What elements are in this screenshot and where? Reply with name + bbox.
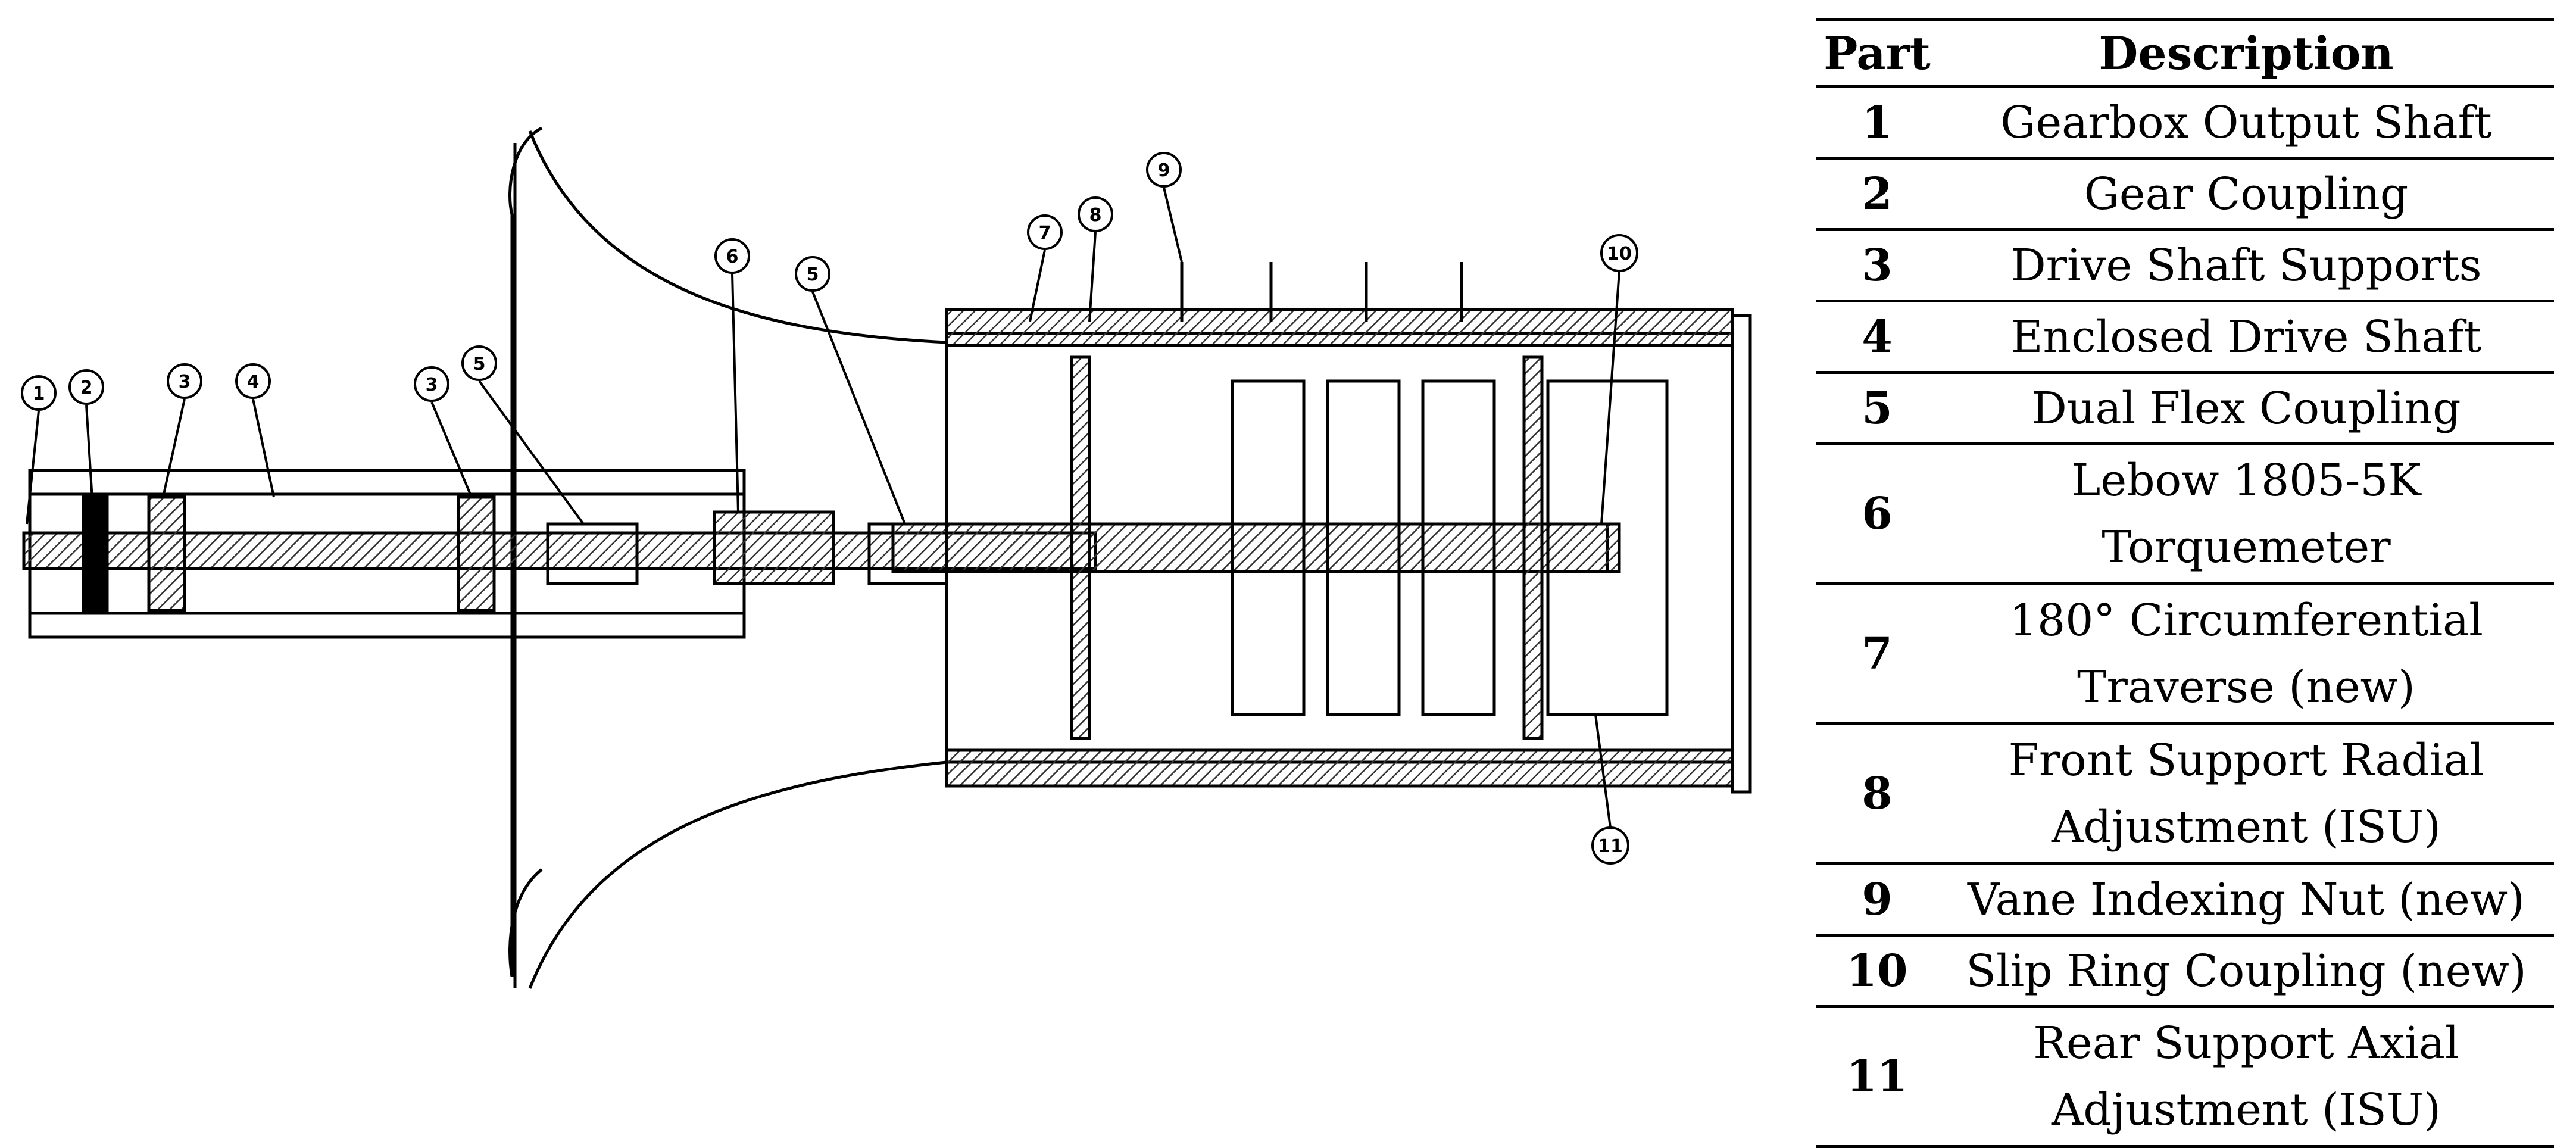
callout-4: 4 <box>235 363 275 498</box>
part-number: 11 <box>1816 1006 1938 1148</box>
drive-shaft-support-rear <box>457 495 496 612</box>
torquemeter <box>713 510 835 585</box>
table-row: 9 Vane Indexing Nut (new) <box>1816 863 2554 937</box>
compressor-cross-section-drawing: 1 2 3 4 3 <box>21 126 1752 989</box>
blade-rows <box>1070 355 1544 740</box>
part-number: 5 <box>1816 372 1938 445</box>
svg-text:6: 6 <box>726 247 739 267</box>
casing-bottom-wall <box>945 748 1734 788</box>
svg-text:7: 7 <box>1039 223 1051 244</box>
callout-9: 9 <box>1146 152 1183 263</box>
part-number: 1 <box>1816 86 1938 160</box>
callout-7: 7 <box>1027 214 1063 322</box>
part-number: 8 <box>1816 723 1938 865</box>
part-description: Vane Indexing Nut (new) <box>1938 863 2554 937</box>
svg-text:3: 3 <box>426 375 438 395</box>
part-number: 6 <box>1816 444 1938 585</box>
header-description: Description <box>1938 18 2554 88</box>
part-number: 10 <box>1816 935 1938 1008</box>
callout-11: 11 <box>1591 714 1629 865</box>
part-description: Slip Ring Coupling (new) <box>1938 935 2554 1008</box>
svg-text:9: 9 <box>1158 160 1170 181</box>
table-row: 2 Gear Coupling <box>1816 158 2554 231</box>
rear-flange <box>1731 314 1752 794</box>
part-number: 7 <box>1816 584 1938 725</box>
table-row: 1 Gearbox Output Shaft <box>1816 86 2554 160</box>
svg-text:4: 4 <box>247 372 260 392</box>
svg-text:11: 11 <box>1598 836 1623 857</box>
callout-5a: 5 <box>461 345 585 525</box>
callout-6: 6 <box>714 238 750 513</box>
callout-2: 2 <box>68 369 104 501</box>
bellmouth-bottom-curve <box>528 760 947 989</box>
slip-ring-coupling <box>1546 522 1621 573</box>
svg-text:5: 5 <box>807 264 819 285</box>
svg-text:3: 3 <box>179 372 191 392</box>
svg-text:5: 5 <box>473 354 486 375</box>
svg-text:2: 2 <box>80 378 93 398</box>
part-description: Drive Shaft Supports <box>1938 229 2554 302</box>
part-description: Dual Flex Coupling <box>1938 372 2554 445</box>
drive-shaft-support-front <box>147 495 186 612</box>
dual-flex-coupling-front <box>546 522 639 585</box>
table-row: 10 Slip Ring Coupling (new) <box>1816 935 2554 1008</box>
header-part: Part <box>1816 18 1938 88</box>
callout-5b: 5 <box>795 256 906 525</box>
callout-10: 10 <box>1600 234 1638 525</box>
parts-table: Part Description 1 Gearbox Output Shaft … <box>1816 18 2554 1148</box>
callout-1: 1 <box>21 375 57 525</box>
callout-3a: 3 <box>163 363 202 495</box>
part-number: 3 <box>1816 229 1938 302</box>
part-number: 4 <box>1816 301 1938 374</box>
vane-indexing-studs <box>1180 262 1463 322</box>
table-row: 4 Enclosed Drive Shaft <box>1816 301 2554 374</box>
svg-text:10: 10 <box>1607 244 1632 264</box>
part-description: Gear Coupling <box>1938 158 2554 231</box>
part-number: 9 <box>1816 863 1938 937</box>
rotor-shaft <box>891 522 1609 573</box>
part-number: 2 <box>1816 158 1938 231</box>
bellmouth-upper <box>508 126 543 977</box>
table-header-row: Part Description <box>1816 18 2554 88</box>
table-row: 5 Dual Flex Coupling <box>1816 372 2554 445</box>
part-description: Enclosed Drive Shaft <box>1938 301 2554 374</box>
gear-coupling <box>82 495 109 612</box>
bellmouth-top-curve <box>528 130 947 344</box>
table-row: 3 Drive Shaft Supports <box>1816 229 2554 302</box>
callout-3b: 3 <box>414 366 472 495</box>
part-description: Gearbox Output Shaft <box>1938 86 2554 160</box>
callout-8: 8 <box>1078 196 1113 322</box>
casing-top-wall <box>945 308 1734 347</box>
svg-text:1: 1 <box>33 383 45 404</box>
svg-text:8: 8 <box>1089 205 1102 226</box>
